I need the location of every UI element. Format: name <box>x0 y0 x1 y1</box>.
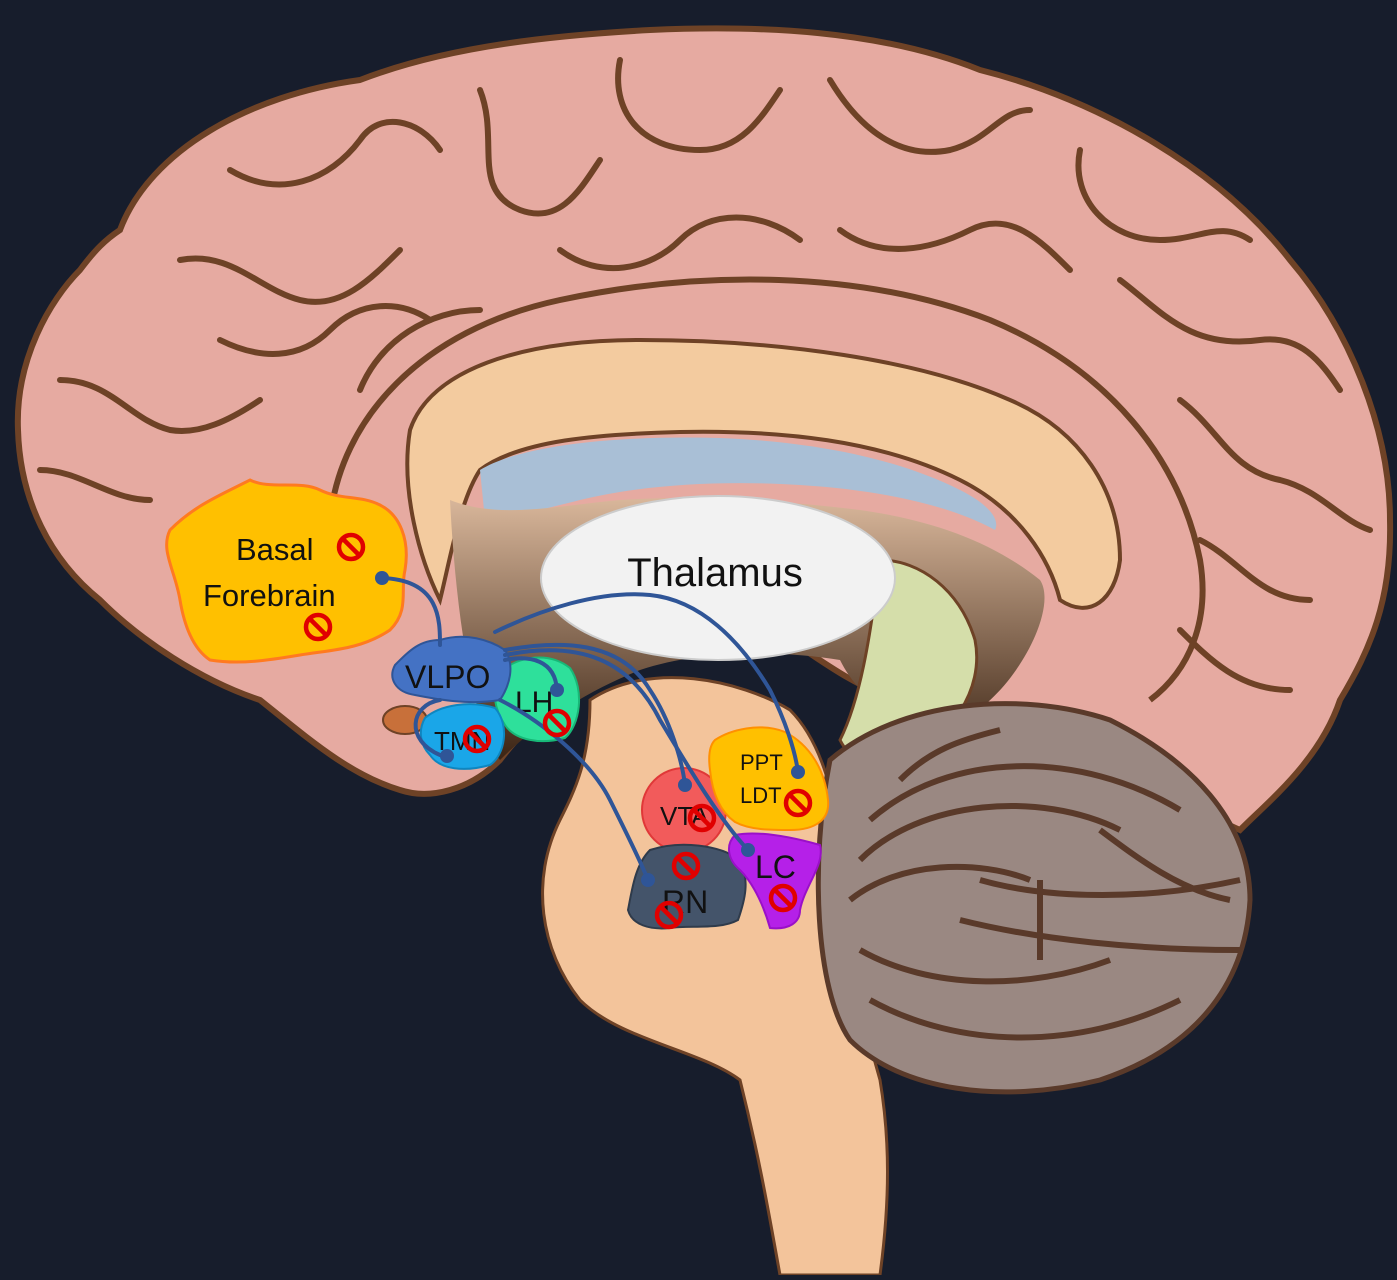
dot-terminal-icon <box>678 778 692 792</box>
basal-forebrain-label-line2: Forebrain <box>203 578 336 613</box>
ldt-label: LDT <box>740 783 782 808</box>
lc-label: LC <box>755 849 796 885</box>
vlpo-label: VLPO <box>405 659 490 695</box>
dot-terminal-icon <box>440 749 454 763</box>
dot-terminal-icon <box>791 765 805 779</box>
dot-terminal-icon <box>641 873 655 887</box>
dot-terminal-icon <box>741 843 755 857</box>
dot-terminal-icon <box>375 571 389 585</box>
basal-forebrain-label-line1: Basal <box>236 532 314 567</box>
basal-forebrain <box>167 480 407 662</box>
ppt-label: PPT <box>740 750 783 775</box>
thalamus-label: Thalamus <box>627 551 803 595</box>
dot-terminal-icon <box>550 683 564 697</box>
